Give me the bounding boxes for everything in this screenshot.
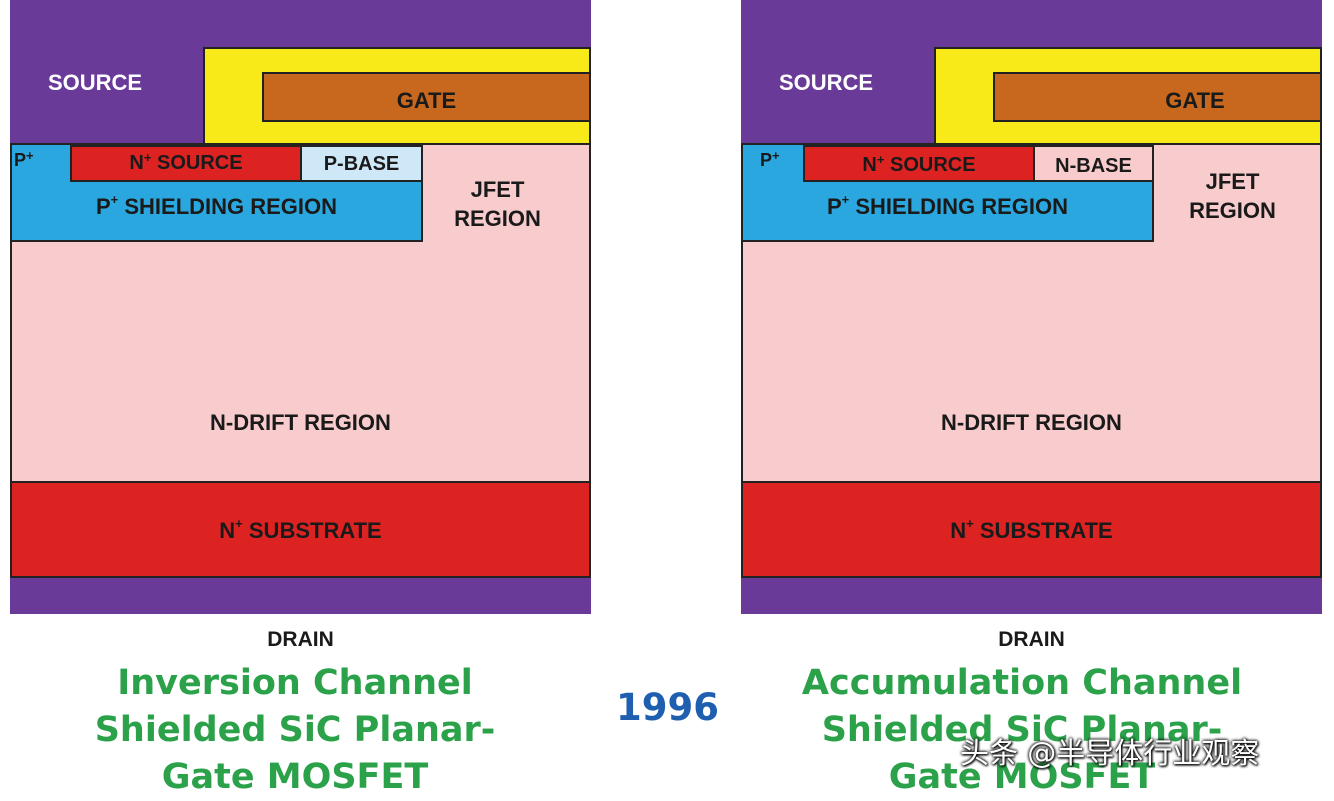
right-drain-metal — [741, 576, 1322, 614]
right-n-source — [803, 145, 1035, 182]
right-gate-electrode — [993, 72, 1322, 122]
left-gate-label: GATE — [396, 88, 457, 113]
watermark-text: 头条 @半导体行业观察 — [960, 736, 1260, 770]
left-gate-electrode — [262, 72, 591, 122]
left-drain-metal — [10, 576, 591, 614]
right-drain-label: DRAIN — [998, 628, 1065, 651]
right-n-base — [1033, 145, 1154, 182]
right-drift-label: N-DRIFT REGION — [941, 410, 1122, 435]
right-title-line-1: Accumulation Channel — [801, 663, 1243, 703]
left-shielding-label: P+ SHIELDING REGION — [95, 192, 338, 219]
left-source-label: SOURCE — [47, 70, 143, 95]
left-title-line-1: Inversion Channel — [117, 663, 473, 703]
left-title: Inversion Channel Shielded SiC Planar- G… — [0, 660, 590, 801]
left-p-plus-label: P+ — [14, 148, 34, 170]
left-substrate — [10, 481, 591, 578]
left-title-line-2: Shielded SiC Planar- — [94, 710, 496, 750]
left-substrate-label: N+ SUBSTRATE — [219, 516, 382, 543]
right-base-label: N-BASE — [1055, 155, 1132, 177]
left-base-label: P-BASE — [323, 153, 400, 175]
left-n-source-label: N+ SOURCE — [129, 150, 243, 174]
left-drift-label: N-DRIFT REGION — [210, 410, 391, 435]
right-title-line-2: Shielded SiC Planar- — [821, 710, 1223, 750]
right-n-source-label: N+ SOURCE — [862, 152, 976, 176]
right-title-line-3: Gate MOSFET — [888, 757, 1156, 797]
right-gate-label: GATE — [1165, 88, 1225, 113]
right-source-label: SOURCE — [778, 70, 874, 95]
right-substrate — [741, 481, 1322, 578]
left-title-line-3: Gate MOSFET — [161, 757, 429, 797]
right-shielding-label: P+ SHIELDING REGION — [826, 192, 1069, 219]
left-drain-label: DRAIN — [267, 628, 334, 651]
right-p-plus-label: P+ — [760, 148, 780, 170]
left-p-base — [300, 145, 423, 182]
year-label: 1996 — [616, 686, 719, 729]
right-title: Accumulation Channel Shielded SiC Planar… — [727, 660, 1317, 801]
left-n-source — [70, 145, 302, 182]
right-substrate-label: N+ SUBSTRATE — [950, 516, 1113, 543]
